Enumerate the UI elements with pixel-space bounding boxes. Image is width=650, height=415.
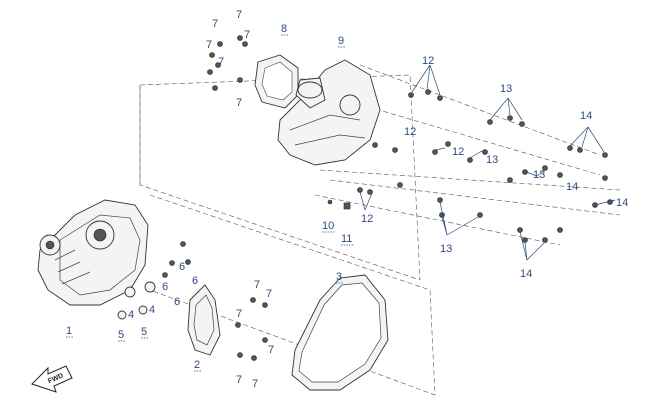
callout-7a: 7	[236, 9, 242, 21]
callout-7k: 7	[236, 374, 242, 386]
fastener-parts	[117, 35, 613, 361]
callout-13a: 13	[500, 83, 512, 95]
callout-13d: 13	[440, 243, 452, 255]
callout-7b: 7	[212, 18, 218, 30]
callout-7h: 7	[266, 288, 272, 300]
inner-cover-plate-part	[187, 284, 221, 356]
callout-12d: 12	[361, 213, 373, 225]
callout-underlines	[66, 34, 354, 372]
callout-13c: 13	[533, 169, 545, 181]
callout-10: 10	[322, 220, 334, 232]
callout-13b: 13	[486, 154, 498, 166]
callout-1: 1	[66, 325, 72, 337]
assembly-guide-lines	[139, 64, 621, 396]
callout-9: 9	[338, 35, 344, 47]
leader-lines	[359, 64, 616, 261]
callout-6c: 6	[192, 275, 198, 287]
callout-7j: 7	[268, 344, 274, 356]
outer-housing-part	[277, 59, 381, 166]
callout-7f: 7	[236, 97, 242, 109]
callout-7i: 7	[236, 308, 242, 320]
callout-14c: 14	[616, 197, 628, 209]
crankcase-cover-part	[37, 199, 149, 306]
callout-7c: 7	[244, 29, 250, 41]
callout-4b: 4	[149, 304, 155, 316]
callout-labels: 1 2 3 4 4 5 5 6 6 6 6 7 7 7 7 7 7 7 7 7 …	[66, 9, 628, 390]
callout-7l: 7	[252, 378, 258, 390]
callout-7e: 7	[218, 56, 224, 68]
callout-14b: 14	[566, 181, 578, 193]
callout-6b: 6	[162, 281, 168, 293]
callout-14a: 14	[580, 110, 592, 122]
cover-gasket-part	[291, 274, 389, 391]
callout-6d: 6	[174, 296, 180, 308]
callout-12a: 12	[422, 55, 434, 67]
callout-7d: 7	[206, 39, 212, 51]
callout-3: 3	[336, 271, 342, 283]
callout-2: 2	[194, 359, 200, 371]
callout-8: 8	[281, 23, 287, 35]
callout-12b: 12	[404, 126, 416, 138]
forward-direction-arrow: FWD	[31, 365, 73, 393]
callout-11: 11	[341, 233, 352, 245]
callout-5a: 5	[118, 329, 124, 341]
callout-4a: 4	[128, 309, 134, 321]
callout-7g: 7	[254, 279, 260, 291]
callout-5b: 5	[141, 326, 147, 338]
callout-14d: 14	[520, 268, 532, 280]
intake-gasket-part	[254, 54, 299, 109]
callout-6a: 6	[179, 261, 185, 273]
callout-12c: 12	[452, 146, 464, 158]
